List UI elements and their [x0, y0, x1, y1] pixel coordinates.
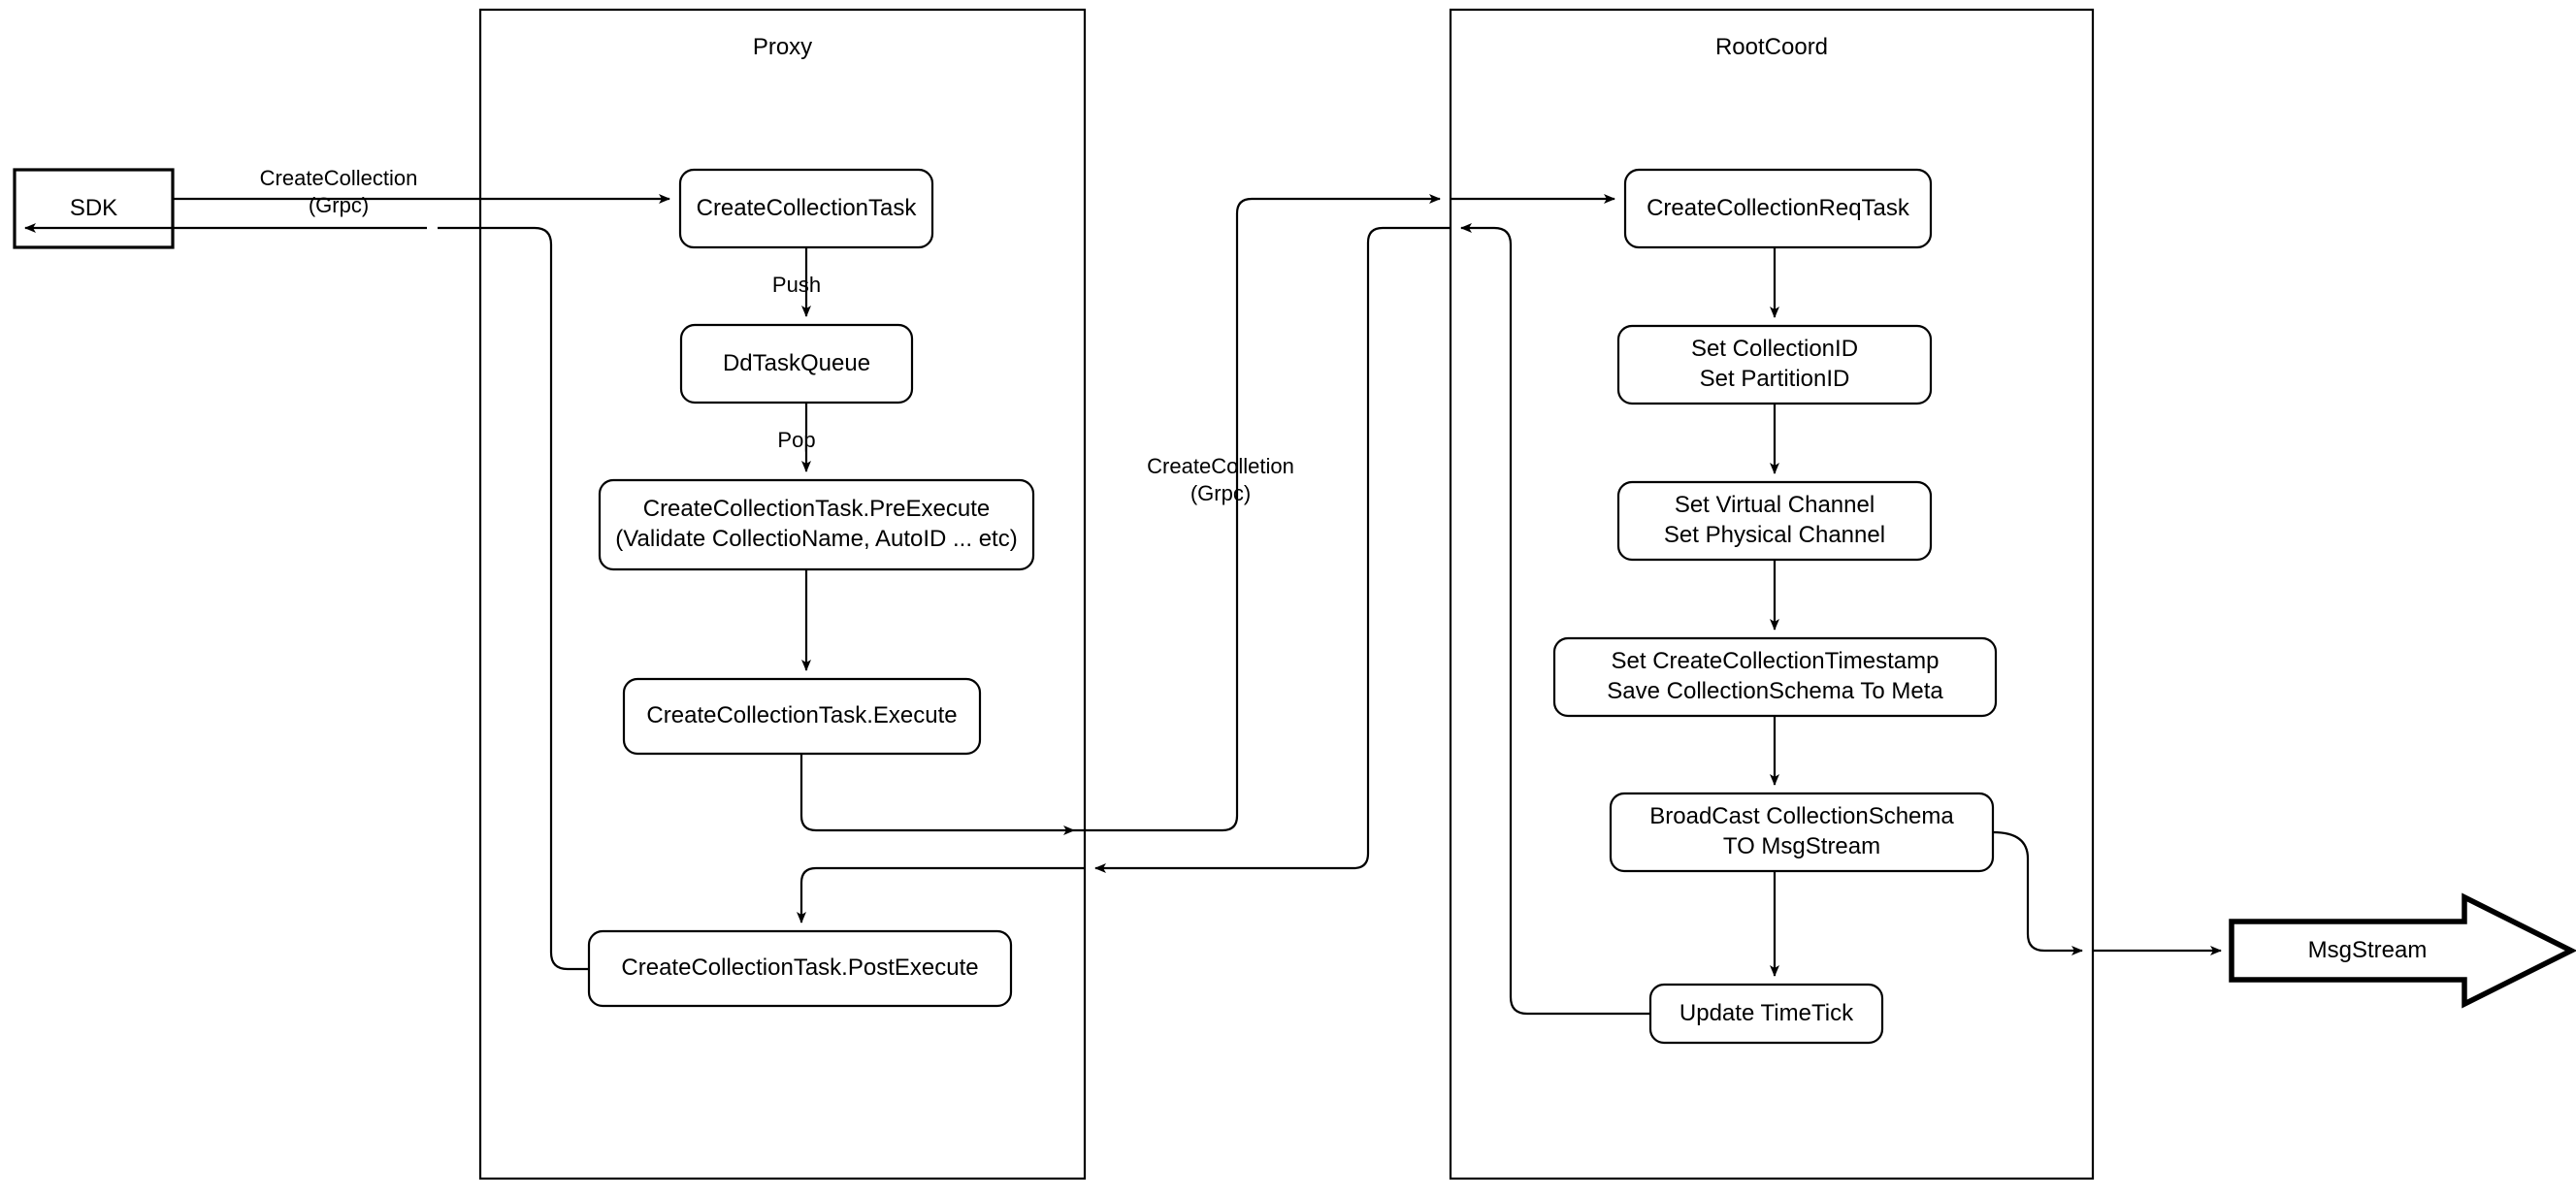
node-shape-msgstream: [2229, 892, 2576, 1009]
node-shape-set-timestamp: [1552, 636, 1998, 718]
edge-rootcoord-return-to-proxy: [1094, 226, 1451, 873]
edge-timetick-return-left: [1460, 223, 1650, 1016]
node-shape-dd-task-queue: [679, 323, 914, 404]
edge-label-push: Push: [771, 273, 822, 297]
edge-label-create-colletion-grpc: CreateColletion (Grpc): [1147, 454, 1294, 505]
edge-label-create-collection-grpc: CreateCollection (Grpc): [259, 166, 418, 217]
group-box-proxy: [478, 8, 1087, 1181]
edge-broadcast-to-msgstream: [1992, 830, 2083, 955]
node-shape-broadcast: [1609, 792, 1995, 873]
group-title-rootcoord: RootCoord: [1714, 34, 1829, 60]
node-shape-execute: [622, 677, 982, 756]
node-shape-update-timetick: [1648, 983, 1884, 1045]
group-title-proxy: Proxy: [752, 34, 813, 60]
node-shape-post-execute: [587, 929, 1013, 1008]
edge-execute-to-rootcoord: [799, 754, 1075, 835]
node-shape-set-virtual-channel: [1616, 480, 1933, 562]
node-shape-pre-execute: [598, 478, 1035, 571]
edge-return-to-postexecute: [797, 866, 1085, 923]
edge-label-pop: Pop: [777, 428, 816, 452]
node-shape-sdk: [13, 168, 175, 249]
node-shape-create-collection-task: [678, 168, 934, 249]
node-shape-set-collection-id: [1616, 324, 1933, 405]
edge-postexecute-to-return: [438, 226, 589, 971]
edge-execute-to-rootcoord-cont: [1074, 194, 1441, 832]
node-shape-create-collection-req-task: [1623, 168, 1933, 249]
group-box-rootcoord: [1449, 8, 2095, 1181]
